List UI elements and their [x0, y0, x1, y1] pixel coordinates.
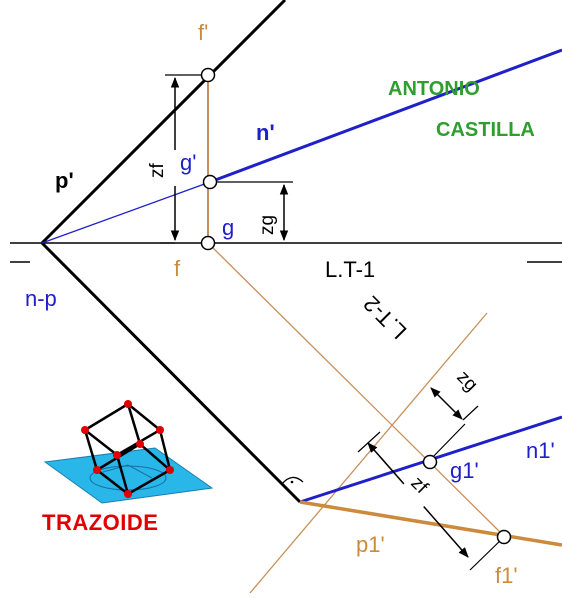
trazoide-logo: TRAZOIDE: [42, 400, 214, 535]
point-f-g: [200, 235, 216, 251]
label-g: g: [222, 215, 234, 240]
label-zg-upper: zg: [257, 215, 278, 235]
dim-zf-lower-ext2: [352, 438, 382, 440]
dim-zf-lower-tick: [357, 431, 381, 453]
label-zf-upper: zf: [147, 163, 168, 179]
label-g1-prime: g1': [450, 458, 479, 483]
logo-text: TRAZOIDE: [42, 510, 158, 535]
label-lt2: L.T-2: [358, 291, 411, 344]
point-f1-prime: [496, 529, 512, 545]
label-lt1: L.T-1: [325, 257, 375, 282]
dim-zg-lower-tick: [462, 405, 479, 421]
dim-zg-lower-arrow: [430, 387, 463, 420]
label-g-prime: g': [180, 150, 196, 175]
line-n-prime: [209, 48, 562, 184]
label-zg-lower: zg: [452, 367, 481, 396]
right-angle-mark: [281, 476, 304, 485]
point-g-prime: [202, 174, 218, 190]
point-f-prime: [200, 67, 216, 83]
label-n-p: n-p: [25, 286, 57, 311]
trace-n-p: [40, 241, 302, 504]
label-f-prime: f': [198, 20, 208, 45]
point-g1-prime: [422, 454, 438, 470]
author-name-last: CASTILLA: [436, 119, 535, 141]
label-p-prime: p': [55, 168, 74, 193]
projection-line-f-to-f1: [207, 242, 506, 538]
label-n1-prime: n1': [526, 438, 555, 463]
line-n-prime-thin: [41, 181, 211, 244]
label-f: f: [174, 256, 181, 281]
dim-zf-lower-ext: [469, 536, 505, 571]
label-f1-prime: f1': [495, 563, 518, 588]
trace-p-prime: [40, 0, 287, 245]
author-name-first: ANTONIO: [388, 78, 480, 100]
line-p1-prime: [299, 500, 562, 547]
label-n-prime: n': [256, 120, 275, 145]
label-p1-prime: p1': [356, 532, 385, 557]
